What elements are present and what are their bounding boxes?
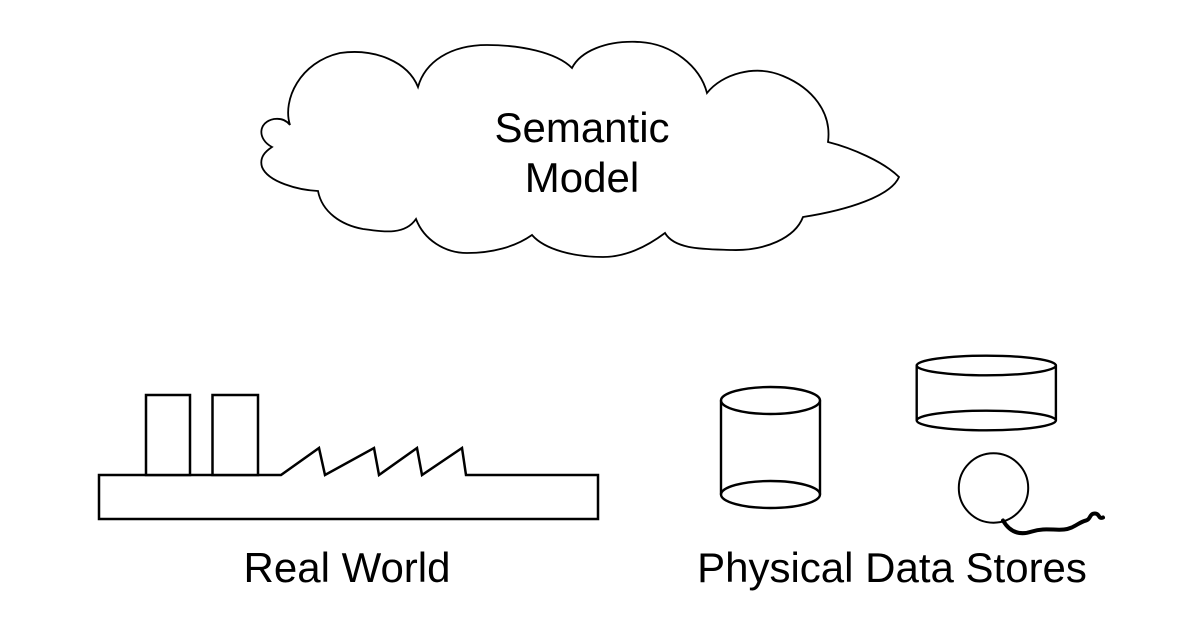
factory-chimney-left [144, 393, 192, 477]
cloud-label-line1: Semantic [494, 104, 670, 151]
cloud-label: Semantic Model [494, 103, 669, 203]
cloud-label-line2: Model [524, 154, 640, 201]
semantic-model-cloud [260, 40, 901, 258]
factory-icon [97, 393, 600, 521]
drum-cylinder-icon [915, 354, 1058, 432]
factory-chimney-right [211, 393, 260, 477]
tape-reel-circle [957, 452, 1030, 524]
database-cylinder-icon [719, 385, 822, 510]
tape-reel-icon [957, 452, 1105, 536]
factory-base-and-sawtooth-roof [97, 445, 600, 521]
real-world-label: Real World [243, 544, 451, 591]
physical-data-stores-label: Physical Data Stores [697, 544, 1087, 591]
tape-squiggle [1001, 511, 1105, 536]
